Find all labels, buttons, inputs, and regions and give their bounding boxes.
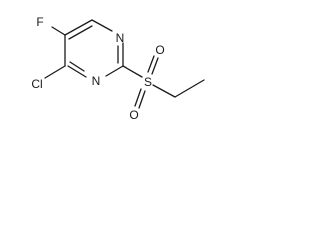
atom-nitrogen-bottom: N bbox=[92, 74, 101, 88]
bond-c2-n3 bbox=[105, 65, 124, 77]
atom-oxygen-top: O bbox=[155, 43, 164, 57]
bond-s-o-bottom-double bbox=[138, 90, 146, 109]
bond-ch2-ch3 bbox=[174, 79, 205, 98]
atom-oxygen-bottom: O bbox=[129, 108, 138, 122]
atom-nitrogen-top: N bbox=[116, 31, 125, 45]
bond-s-o-bottom bbox=[134, 88, 142, 107]
bond-s-o-top-double bbox=[151, 57, 159, 75]
substituent-bonds bbox=[44, 26, 205, 109]
bond-c5-c6-double bbox=[68, 25, 93, 40]
atom-sulfur: S bbox=[144, 75, 152, 89]
atom-chlorine: Cl bbox=[31, 77, 42, 91]
atom-fluorine: F bbox=[36, 15, 43, 29]
bond-n3-c4 bbox=[67, 65, 87, 78]
atom-labels: F Cl N N S O O bbox=[31, 15, 164, 122]
bond-c4-cl bbox=[44, 65, 66, 79]
bond-s-o-top bbox=[147, 55, 155, 73]
bond-c5-f bbox=[51, 26, 66, 36]
bond-c5-c6 bbox=[64, 19, 93, 36]
bond-c2-s bbox=[122, 65, 143, 78]
bond-s-ch2 bbox=[152, 84, 176, 98]
bond-c6-n1 bbox=[91, 19, 113, 32]
bond-n3-c4-double bbox=[69, 61, 85, 72]
pyrimidine-ring bbox=[64, 19, 124, 78]
chemical-structure-diagram: F Cl N N S O O bbox=[31, 15, 205, 122]
